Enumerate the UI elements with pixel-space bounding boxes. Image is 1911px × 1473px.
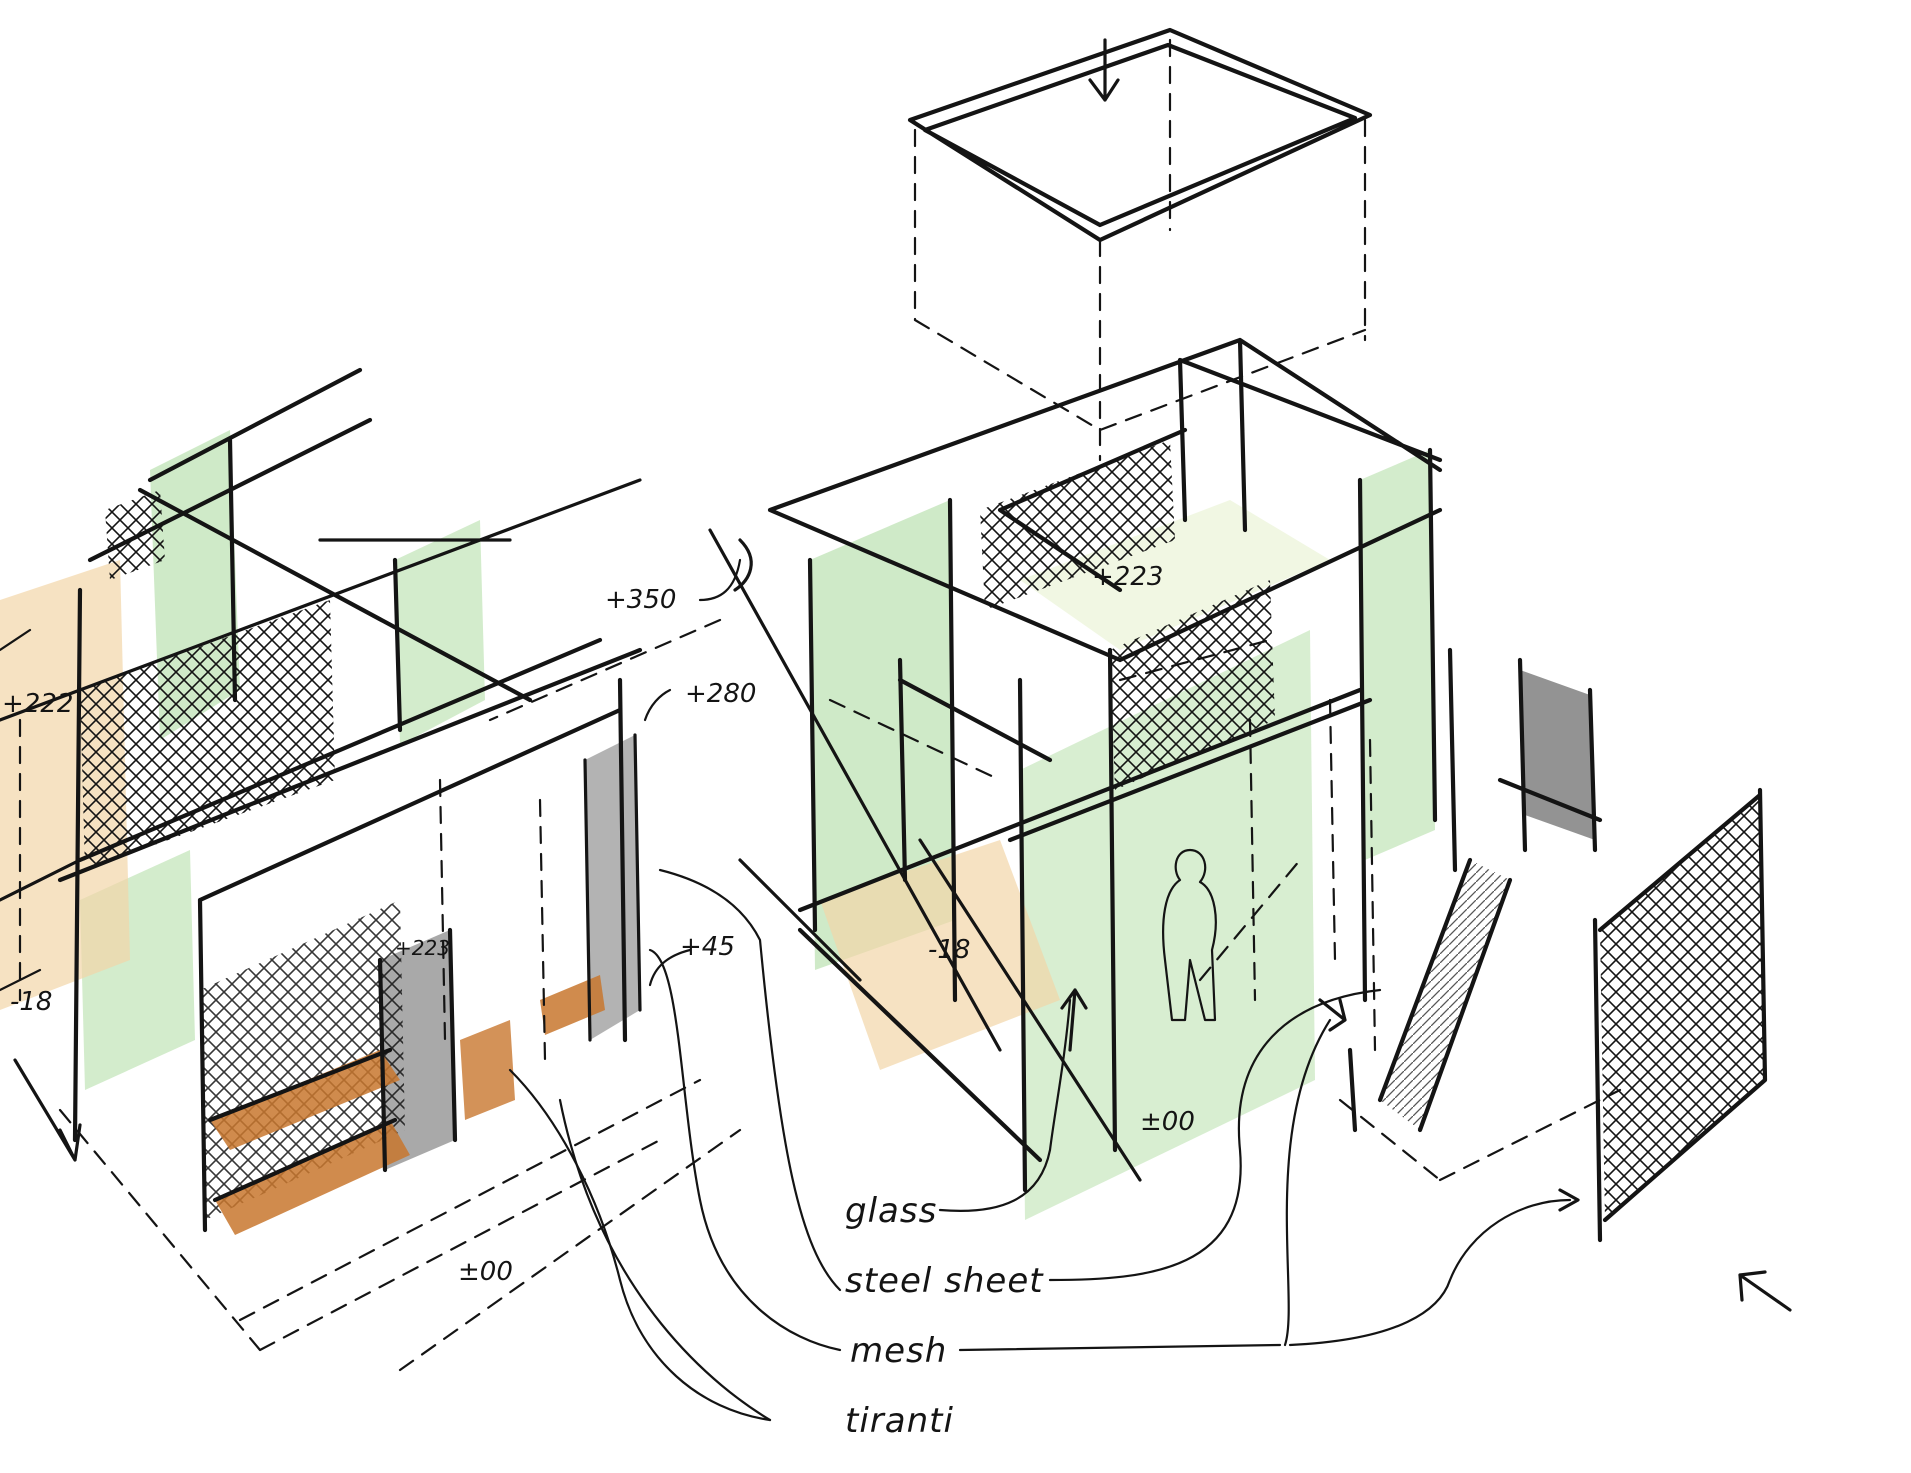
leader-plus350 xyxy=(698,558,742,602)
mesh-panel-left-top xyxy=(105,490,165,580)
dim-minus18-left: -18 xyxy=(10,987,52,1017)
wood-bench-upper xyxy=(210,1050,400,1150)
dim-pm00-left: ±00 xyxy=(458,1257,513,1287)
left-dim-ticks xyxy=(0,628,42,992)
leader-lines xyxy=(398,558,1580,1422)
right-elements xyxy=(1318,647,1792,1312)
wood-bench-lower xyxy=(215,1120,410,1235)
glass-panel-left-mid xyxy=(395,520,485,745)
centre-building xyxy=(708,27,1443,1220)
dim-plus222: +222 xyxy=(2,689,73,719)
glass-panel-centre-left xyxy=(810,500,955,970)
centre-dashed xyxy=(828,638,1337,1002)
roof-frame xyxy=(907,27,1373,243)
leader-plus45 xyxy=(648,948,692,987)
left-arrow-down xyxy=(13,1058,82,1162)
legend-glass: glass xyxy=(845,1191,937,1231)
leader-plus280 xyxy=(643,688,672,722)
dim-plus45: +45 xyxy=(680,932,735,962)
leader-tiranti xyxy=(508,1068,772,1422)
leader-from-left-1 xyxy=(658,868,842,1292)
north-arrow xyxy=(1738,1270,1792,1312)
left-building xyxy=(0,367,722,1352)
glass-panel-centre-right xyxy=(1360,450,1435,860)
left-dashed-verticals xyxy=(438,778,547,1062)
ground-diagonal xyxy=(398,1128,742,1372)
left-lower-frame xyxy=(197,707,623,1233)
left-steel-wall-frame xyxy=(583,733,642,1042)
mesh-panel-right-frame xyxy=(1592,787,1768,1243)
stair-frame xyxy=(1347,647,1603,1133)
dim-pm00-right: ±00 xyxy=(1140,1107,1195,1137)
legend-tiranti: tiranti xyxy=(845,1401,954,1441)
human-figure xyxy=(1162,848,1217,1022)
leader-mesh xyxy=(958,1018,1572,1352)
steel-sheet-wall-left xyxy=(585,735,640,1040)
left-columns xyxy=(57,437,643,1143)
roof-arrow-down xyxy=(1088,38,1120,102)
dimension-labels: +350 +280 +222 -18 +223 +45 ±00 +223 -18… xyxy=(2,562,1195,1287)
wood-door-left xyxy=(460,1020,515,1120)
legend-steel-sheet: steel sheet xyxy=(845,1261,1044,1301)
stair-arrow xyxy=(1318,998,1347,1032)
centre-frame-top xyxy=(767,337,1443,663)
dim-minus18-right: -18 xyxy=(928,935,970,965)
leader-from-left-2 xyxy=(648,948,842,1352)
glass-panel-centre-lower xyxy=(1020,630,1315,1220)
centre-dim-leader xyxy=(733,538,753,592)
stair-flight xyxy=(1380,860,1510,1130)
centre-outer-line xyxy=(708,528,1142,1182)
legend-mesh: mesh xyxy=(850,1331,947,1371)
leader-arrow-mesh-right xyxy=(1558,1188,1580,1212)
leader-from-left-3 xyxy=(558,1098,772,1422)
centre-arrow-up xyxy=(1060,988,1088,1052)
mesh-panel-centre-top xyxy=(980,440,1175,610)
stair-dashed xyxy=(1338,738,1622,1182)
left-upper-beam xyxy=(0,478,642,902)
roof-dashed-box xyxy=(913,38,1367,462)
dim-plus350: +350 xyxy=(605,585,676,615)
warm-wash-centre-floor xyxy=(820,840,1060,1070)
dim-plus223-small: +223 xyxy=(395,936,450,960)
floor-wash-centre-upper xyxy=(1020,500,1330,650)
leader-glass xyxy=(938,998,1072,1212)
warm-wash-left xyxy=(0,560,130,1010)
dim-plus280: +280 xyxy=(685,679,756,709)
leader-steel-sheet xyxy=(1048,988,1382,1282)
legend: glass steel sheet mesh tiranti xyxy=(845,1191,1044,1441)
centre-columns xyxy=(807,447,1438,1193)
left-dashed-ground xyxy=(18,618,722,1352)
centre-mid-beam xyxy=(797,677,1373,1163)
dim-plus223-right: +223 xyxy=(1092,562,1163,592)
